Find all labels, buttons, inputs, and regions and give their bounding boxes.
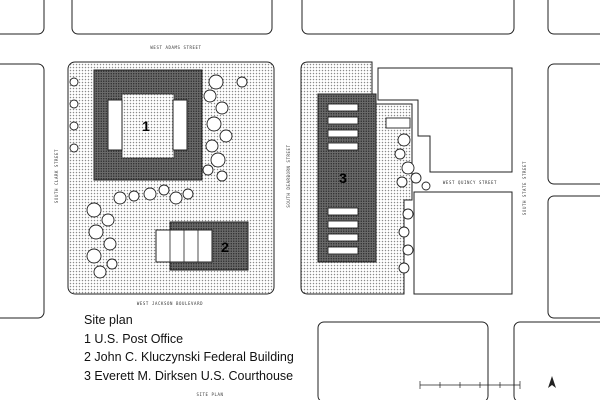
tree-cluster-east bbox=[394, 133, 431, 274]
street-label-west: SOUTH CLARK STREET bbox=[54, 149, 59, 203]
adjacent-building-southeast bbox=[413, 191, 513, 295]
city-block-nw bbox=[0, 0, 45, 35]
north-arrow-icon bbox=[548, 376, 556, 388]
adjacent-building-east bbox=[377, 67, 513, 173]
city-block-e1 bbox=[547, 63, 600, 185]
east-plaza-block: 3 bbox=[300, 61, 513, 295]
post-office-courtyard bbox=[121, 93, 175, 159]
legend-item-post-office: 1 U.S. Post Office bbox=[84, 331, 184, 346]
city-block-e2 bbox=[547, 195, 600, 319]
building-number-3: 3 bbox=[339, 170, 347, 186]
courthouse-bays bbox=[327, 103, 359, 255]
legend-item-federal-building: 2 John C. Kluczynski Federal Building bbox=[84, 350, 294, 365]
city-block-se bbox=[513, 321, 600, 400]
street-label-south: WEST JACKSON BOULEVARD bbox=[137, 301, 203, 306]
city-block-n2 bbox=[301, 0, 515, 35]
street-label-east: SOUTH STATE STREET bbox=[522, 161, 527, 215]
street-label-north: WEST ADAMS STREET bbox=[150, 45, 201, 50]
tree-row-west-edge bbox=[69, 77, 79, 153]
city-block-s bbox=[317, 321, 489, 400]
tree-cluster-southwest bbox=[86, 190, 140, 279]
west-plaza-block: 1 2 bbox=[67, 61, 275, 295]
legend-title: Site plan bbox=[84, 313, 133, 327]
building-number-1: 1 bbox=[142, 118, 150, 134]
street-label-east-cross: WEST QUINCY STREET bbox=[443, 180, 497, 185]
post-office-wing-east bbox=[172, 99, 188, 151]
tree-cluster-center bbox=[143, 184, 194, 205]
tree-cluster-northeast bbox=[202, 74, 248, 182]
city-block-w bbox=[0, 63, 45, 319]
city-block-n1 bbox=[71, 0, 273, 35]
building-number-2: 2 bbox=[221, 239, 229, 255]
adjacent-building-small bbox=[385, 117, 411, 129]
street-label-middle: SOUTH DEARBORN STREET bbox=[286, 144, 291, 207]
site-plan-legend: Site plan 1 U.S. Post Office 2 John C. K… bbox=[84, 311, 344, 385]
city-block-ne bbox=[547, 0, 600, 35]
post-office-wing-west bbox=[107, 99, 123, 151]
scale-bar bbox=[419, 381, 521, 389]
legend-item-courthouse: 3 Everett M. Dirksen U.S. Courthouse bbox=[84, 368, 294, 383]
map-footer-label: SITE PLAN bbox=[196, 392, 223, 397]
